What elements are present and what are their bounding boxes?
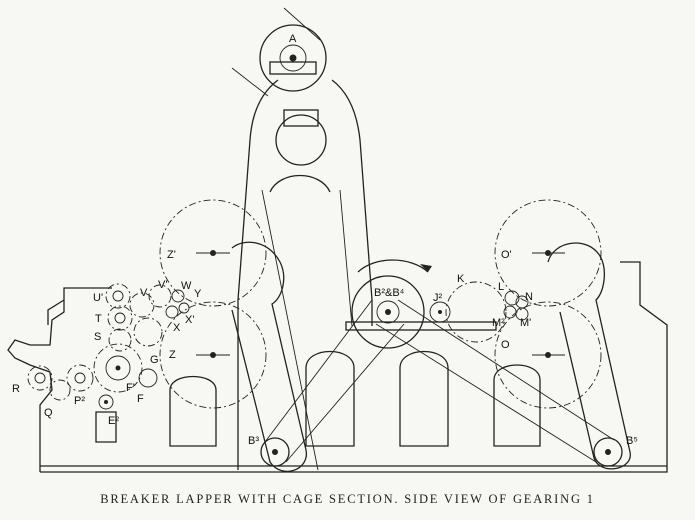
gear-j2-hub	[438, 310, 442, 314]
tower-bracket	[283, 109, 319, 127]
pulley-a-inner	[279, 44, 307, 72]
belt-b3-lower	[285, 323, 405, 463]
frame-opening-1	[305, 350, 355, 447]
belt-b3-upper	[264, 299, 373, 443]
label-v: V	[140, 287, 148, 299]
gear-f1-inner	[105, 355, 131, 381]
drum-b2b4-hub	[385, 309, 391, 315]
label-f: F	[137, 393, 144, 405]
central-tower	[237, 79, 373, 470]
belt-b5-lower	[375, 323, 597, 463]
drum-z1	[159, 199, 267, 307]
label-e2: E²	[108, 415, 119, 427]
label-m1: M'	[520, 317, 531, 329]
drum-b2b4	[351, 275, 425, 349]
label-z1: Z'	[167, 249, 176, 261]
gear-u1-inner	[112, 290, 124, 302]
frame-opening-left	[169, 375, 217, 447]
label-z: Z	[169, 349, 176, 361]
label-k: K	[457, 273, 465, 285]
belt-b5-upper	[397, 299, 615, 441]
gear-q	[49, 379, 71, 401]
gear-v	[129, 292, 155, 318]
label-b5: B⁵	[626, 435, 638, 447]
label-q: Q	[44, 407, 53, 419]
drum-b2b4-inner	[376, 300, 400, 324]
pulley-b5	[593, 437, 623, 467]
gear-t	[107, 305, 133, 331]
gear-f	[138, 368, 158, 388]
pulley-b3	[260, 437, 290, 467]
gear-f1-hub	[115, 365, 121, 371]
pulley-a-hub	[289, 54, 297, 62]
label-m2: M²	[492, 317, 505, 329]
gear-t-inner	[114, 312, 126, 324]
label-b3: B³	[248, 435, 259, 447]
label-x1: X'	[185, 314, 194, 326]
belt-line-a-lower	[231, 67, 269, 97]
gearing-diagram: A B²&B⁴ B³ B⁵ J² K L N M² M' O O' Z' Z W…	[7, 7, 668, 473]
left-lever-arm	[231, 241, 307, 472]
gear-g	[133, 317, 163, 347]
tower-brace-left	[261, 189, 319, 471]
label-s: S	[94, 331, 101, 343]
label-o: O	[501, 339, 510, 351]
gear-p2-inner	[74, 372, 86, 384]
gear-x1	[178, 302, 190, 314]
gear-x	[165, 305, 179, 319]
frame-opening-2	[399, 350, 449, 447]
drum-z	[159, 301, 267, 409]
rotation-arrowhead-b2b4	[420, 264, 432, 272]
machine-frame-outline	[7, 261, 668, 473]
gear-u1	[105, 283, 131, 309]
label-a: A	[289, 33, 297, 45]
rotation-arrow-b2b4	[357, 259, 429, 273]
drum-o1	[494, 199, 602, 307]
label-v1: V'	[158, 279, 167, 291]
gear-w	[171, 289, 185, 303]
label-w: W	[181, 280, 192, 292]
pulley-a-bracket	[269, 61, 317, 75]
center-plate	[345, 321, 497, 331]
label-n: N	[525, 291, 533, 303]
gear-k	[445, 281, 507, 343]
right-lever-arm	[547, 242, 631, 470]
gear-v1	[148, 284, 172, 308]
label-b2b4: B²&B⁴	[374, 287, 405, 299]
label-l: L	[498, 281, 504, 293]
label-f1: F'	[126, 382, 135, 394]
gear-r-inner	[34, 372, 46, 384]
pulley-a-outer	[259, 24, 327, 92]
figure-caption: BREAKER LAPPER WITH CAGE SECTION. SIDE V…	[100, 492, 595, 506]
gear-m1	[515, 307, 529, 321]
gear-p2	[66, 364, 94, 392]
gear-r	[27, 365, 53, 391]
label-p2: P²	[74, 395, 85, 407]
label-t: T	[95, 313, 102, 325]
label-j2: J²	[433, 292, 443, 304]
tower-eye	[275, 114, 327, 166]
gear-l	[504, 290, 520, 306]
drum-o	[494, 301, 602, 409]
gear-f1	[93, 343, 143, 393]
label-x: X	[173, 322, 181, 334]
label-u1: U'	[93, 292, 103, 304]
gear-e2-hub	[104, 400, 108, 404]
label-o1: O'	[501, 249, 512, 261]
pulley-b5-hub	[605, 449, 611, 455]
gear-j2	[429, 301, 451, 323]
label-g: G	[150, 354, 159, 366]
tower-brace-right	[339, 189, 353, 327]
e2-bracket	[95, 411, 117, 443]
gear-e2	[98, 394, 114, 410]
gear-s	[108, 328, 132, 352]
label-r: R	[12, 383, 20, 395]
pulley-b3-hub	[272, 449, 278, 455]
frame-opening-3	[493, 364, 541, 447]
label-y: Y	[194, 288, 202, 300]
belt-line-a-upper	[283, 7, 321, 41]
